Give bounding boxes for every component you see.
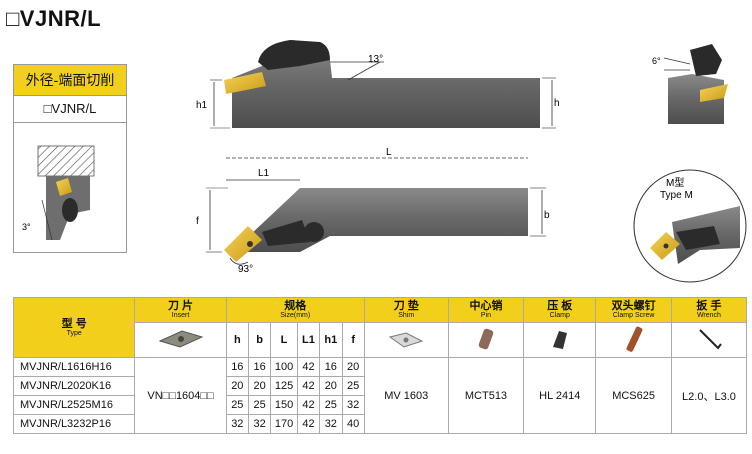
wrench-icon (699, 328, 722, 350)
model-header: 型 号 Type (12, 297, 136, 358)
operation-label: 外径-端面切削 (14, 65, 126, 96)
shim-picture (363, 322, 449, 358)
page-title: □VJNR/L (6, 6, 102, 31)
dim-cell: 25 (341, 376, 365, 396)
dim-cell: 42 (296, 376, 321, 396)
dim-cell: 32 (247, 414, 272, 434)
insert-header: 刀 片 Insert (134, 297, 227, 323)
dim-L1-header: L1 (296, 322, 321, 358)
clamp-screw-picture (595, 322, 672, 358)
clamp-screw-header: 双头螺钉 Clamp Screw (595, 297, 672, 323)
table-row: MVJNR/L1616H16 VN□□1604□□ 16 16 100 42 1… (12, 357, 748, 434)
shim-icon (389, 331, 424, 348)
model-cell: MVJNR/L1616H16 (12, 357, 136, 377)
insert-top-shape (224, 226, 262, 262)
dim-cell: 20 (247, 376, 272, 396)
dim-L-header: L (270, 322, 298, 358)
type-m-detail: M型 Type M (633, 169, 747, 283)
spec-table: 型 号 Type 刀 片 Insert 规格 Size(mm) 刀 垫 Shim… (12, 297, 748, 434)
clamp-header: 压 板 Clamp (523, 297, 597, 323)
dim-cell: 25 (225, 395, 249, 415)
clamp-screw-icon (626, 326, 643, 352)
dim-cell: 32 (319, 414, 343, 434)
pin-picture (447, 322, 525, 358)
dim-cell: 16 (225, 357, 249, 377)
technical-drawing: 13° h1 h L L1 f b 93° 3 (22, 40, 747, 283)
dim-cell: 25 (247, 395, 272, 415)
model-cell: MVJNR/L2525M16 (12, 395, 136, 415)
angle-93-label: 93° (238, 264, 253, 275)
dim-h1-header: h1 (319, 322, 343, 358)
dim-cell: 20 (341, 357, 365, 377)
type-m-en-label: Type M (660, 190, 693, 201)
insert-cell: VN□□1604□□ (134, 357, 227, 434)
pin-cell: MCT513 (447, 357, 525, 434)
type-m-cn-label: M型 (666, 176, 684, 189)
L1-label: L1 (258, 168, 270, 179)
model-cell: MVJNR/L3232P16 (12, 414, 136, 434)
table-row: MVJNR/L2525M16 25 25 150 42 25 32 (12, 395, 747, 415)
dim-cell: 32 (341, 395, 365, 415)
b-label: b (544, 210, 550, 221)
wrench-header: 扳 手 Wrench (670, 297, 748, 323)
h-label: h (554, 98, 560, 109)
dim-cell: 125 (270, 376, 298, 396)
dim-cell: 170 (270, 414, 298, 434)
dim-f-header: f (341, 322, 365, 358)
angle-13-label: 13° (368, 54, 383, 65)
clamp-screw-cell: MCS625 (595, 357, 672, 434)
h1-label: h1 (196, 100, 208, 111)
angle-6-label: 6° (652, 56, 661, 66)
dim-cell: 100 (270, 357, 298, 377)
insert-picture (134, 322, 227, 358)
pin-header: 中心销 Pin (447, 297, 525, 323)
size-header: 规格 Size(mm) (225, 297, 365, 323)
clamp-cell: HL 2414 (523, 357, 597, 434)
angle-3-label: 3° (22, 222, 31, 232)
model-cell: MVJNR/L2020K16 (12, 376, 136, 396)
dim-cell: 40 (341, 414, 365, 434)
shim-header: 刀 垫 Shim (363, 297, 449, 323)
dim-cell: 32 (225, 414, 249, 434)
dim-cell: 42 (296, 414, 321, 434)
dim-cell: 150 (270, 395, 298, 415)
dim-h-header: h (225, 322, 249, 358)
clamp-shape (258, 40, 330, 70)
insert-icon (158, 329, 203, 348)
clamp-icon (552, 330, 567, 349)
detail-drawing: 3° (22, 145, 95, 241)
dim-cell: 16 (247, 357, 272, 377)
dim-cell: 42 (296, 395, 321, 415)
shim-cell: MV 1603 (363, 357, 449, 434)
f-label: f (196, 216, 199, 227)
dim-cell: 20 (225, 376, 249, 396)
dim-cell: 42 (296, 357, 321, 377)
pin-icon (478, 328, 494, 349)
dim-cell: 20 (319, 376, 343, 396)
operation-model: □VJNR/L (14, 96, 126, 123)
table-row: MVJNR/L3232P16 32 32 170 42 32 40 (12, 414, 747, 434)
wrench-cell: L2.0、L3.0 (670, 357, 748, 434)
L-label: L (386, 147, 392, 158)
clamp-picture (523, 322, 597, 358)
insert-shape (224, 72, 266, 94)
wrench-picture (670, 322, 748, 358)
dim-b-header: b (247, 322, 272, 358)
side-view-drawing: 13° h1 h (196, 40, 560, 129)
dim-cell: 16 (319, 357, 343, 377)
end-view-drawing: 6° (652, 44, 728, 124)
dim-cell: 25 (319, 395, 343, 415)
top-view-drawing: L L1 f b 93° (196, 147, 550, 275)
